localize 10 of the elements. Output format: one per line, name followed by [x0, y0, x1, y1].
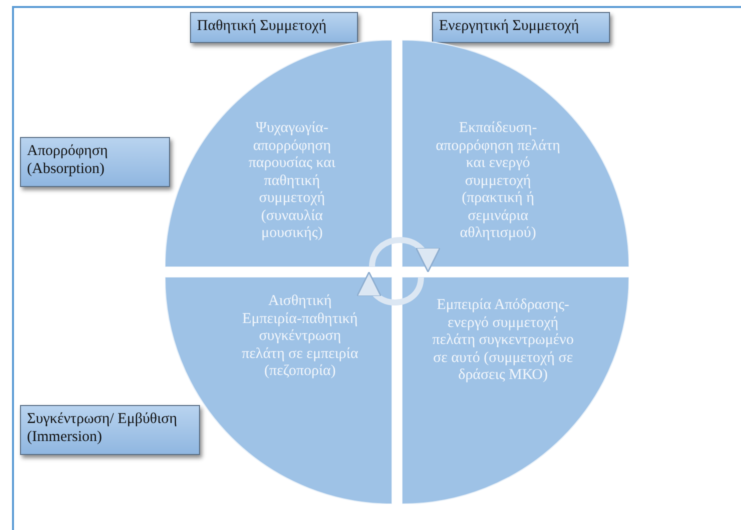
quadrant-text: Εμπειρία Απόδρασης-ενεργό συμμετοχή πελάτη συγκεντρωμένο σε αυτό (συμμετοχή σε δράσεις ΜΚΟ) — [432, 297, 574, 385]
row-header: Απορρόφηση (Absorption) — [20, 137, 170, 187]
row-header: Συγκέντρωση/ Εμβύθιση (Immersion) — [20, 405, 200, 455]
quadrant-text: Εκπαίδευση-απορρόφηση πελάτη και ενεργό συμμετοχή (πρακτική ή σεμινάρια αθλητισμού) — [434, 120, 562, 243]
quadrant-text: Αισθητική Εμπειρία-παθητική συγκέντρωση πελάτη σε εμπειρία (πεζοπορία) — [240, 293, 360, 381]
quadrant-text: Ψυχαγωγία-απορρόφηση παρουσίας και παθητική συμμετοχή (συναυλία μουσικής) — [248, 120, 336, 243]
curved-arrow — [369, 237, 438, 272]
column-header: Παθητική Συμμετοχή — [190, 12, 358, 43]
column-header: Ενεργητική Συμμετοχή — [432, 12, 610, 43]
curved-arrow — [358, 272, 424, 306]
